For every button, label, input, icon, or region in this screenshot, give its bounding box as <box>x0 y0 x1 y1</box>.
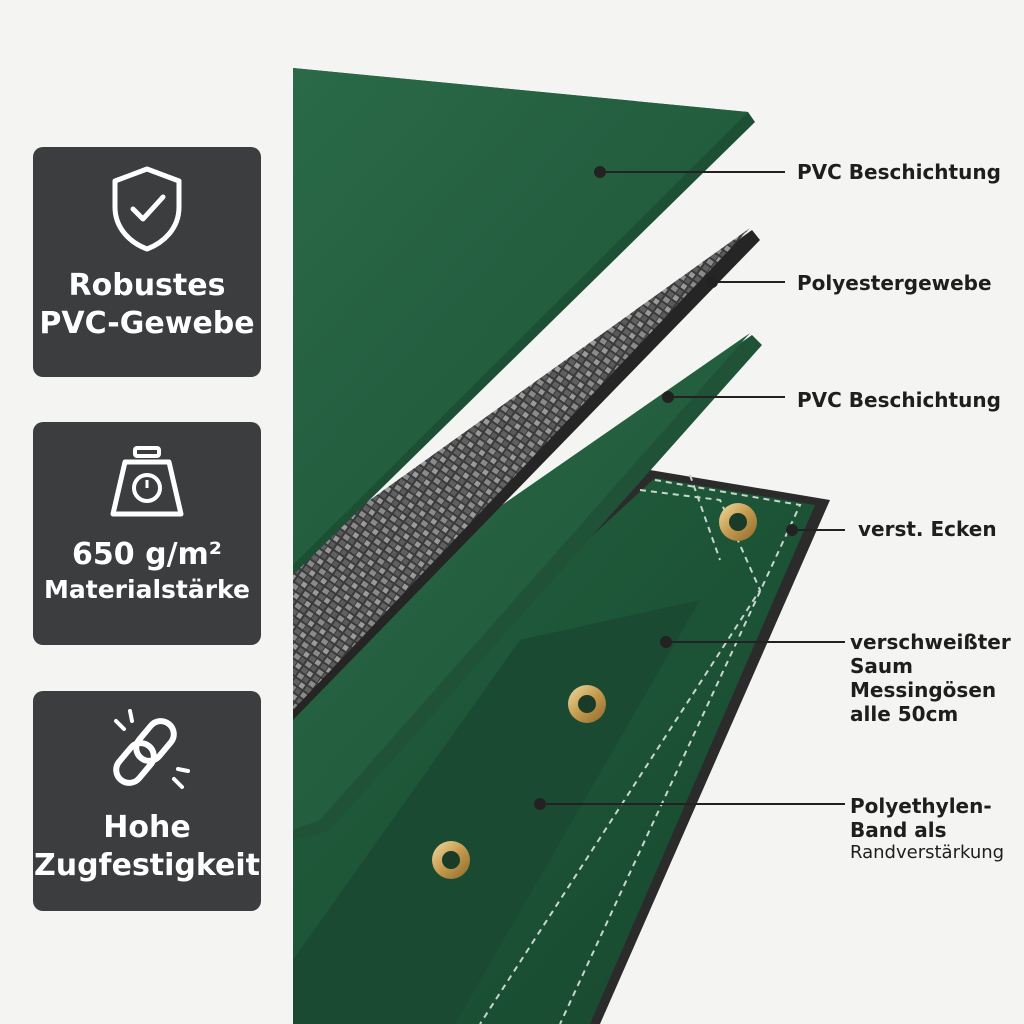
polyester-weave-layer <box>293 228 760 720</box>
shield-check-icon <box>112 166 182 252</box>
layer-label-polyester: Polyestergewebe <box>797 271 992 295</box>
weight-scale-icon <box>110 446 184 517</box>
chain-link-icon <box>113 709 190 789</box>
pvc-coating-layer-bottom <box>293 333 762 840</box>
feature-line: Hohe <box>103 810 191 845</box>
feature-line: Zugfestigkeit <box>33 847 261 883</box>
feature-card-robust: Robustes PVC-Gewebe <box>33 147 261 377</box>
layer-label-corners: verst. Ecken <box>858 517 997 541</box>
pvc-coating-layer-top <box>293 68 755 575</box>
layer-label-hem: verschweißter Saum Messingösen alle 50cm <box>850 630 1011 726</box>
bottom-tarp-layer <box>293 470 830 1024</box>
feature-line: 650 g/m² <box>72 537 222 572</box>
feature-line: Materialstärke <box>44 574 250 604</box>
feature-card-weight: 650 g/m² Materialstärke <box>33 422 261 645</box>
layer-label-pvc-bottom: PVC Beschichtung <box>797 388 1001 412</box>
grommet-icon <box>568 685 606 723</box>
grommet-icon <box>719 503 757 541</box>
feature-line: Robustes <box>68 268 226 303</box>
feature-card-tensile: Hohe Zugfestigkeit <box>33 691 261 911</box>
feature-line: PVC-Gewebe <box>39 305 255 341</box>
layer-label-edge-band: Polyethylen- Band als Randverstärkung <box>850 794 1005 863</box>
layer-label-pvc-top: PVC Beschichtung <box>797 160 1001 184</box>
grommet-icon <box>432 841 470 879</box>
